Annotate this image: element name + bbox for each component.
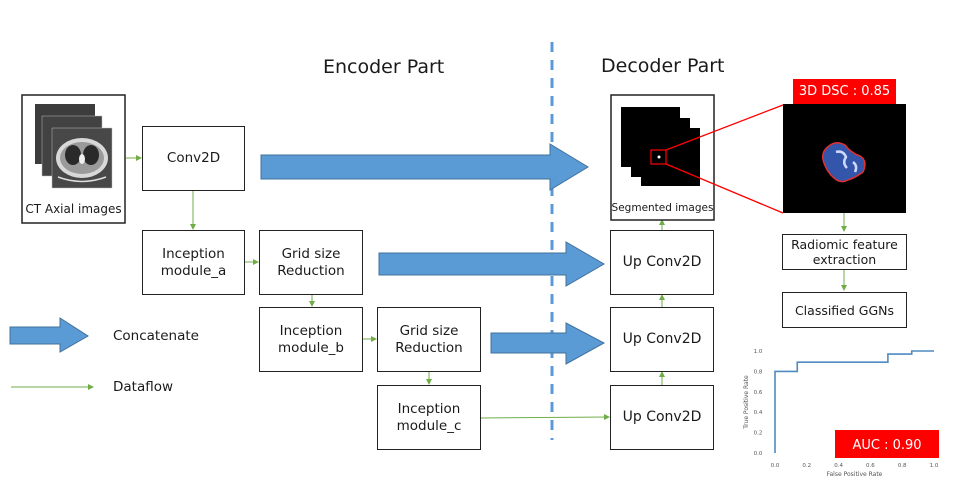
legend-concatenate-label: Concatenate (113, 328, 199, 344)
inception-c-line2: module_c (396, 417, 462, 434)
inception-b-line1: Inception (279, 322, 343, 339)
grid-reduction-1-box: Grid size Reduction (259, 230, 363, 295)
ct-slice-stack (35, 104, 113, 189)
concat-arrow-2 (378, 241, 605, 287)
roi-highlight (650, 149, 667, 165)
radiomic-line1: Radiomic feature (791, 237, 898, 252)
concat-arrow-1 (260, 143, 589, 191)
up-conv-1-label: Up Conv2D (622, 254, 702, 270)
x-tick-label: 0.6 (866, 463, 875, 469)
grid-reduction-2-box: Grid size Reduction (377, 307, 481, 372)
dataflow-inc-c-to-up3 (480, 414, 610, 421)
encoder-title: Encoder Part (323, 56, 445, 78)
y-axis-label: True Positive Rate (743, 375, 750, 430)
x-axis-label: False Positive Rate (827, 471, 883, 478)
segmented-label: Segmented images (611, 201, 714, 214)
y-tick-label: 0.4 (754, 410, 763, 416)
grid-reduction-2-line2: Reduction (395, 339, 463, 356)
conv2d-label: Conv2D (166, 150, 221, 166)
x-tick-label: 0.2 (802, 463, 811, 469)
x-tick-label: 0.8 (898, 463, 907, 469)
up-conv-3-box: Up Conv2D (610, 385, 714, 450)
conv2d-box: Conv2D (142, 126, 245, 191)
decoder-title: Decoder Part (601, 55, 725, 77)
up-conv-2-label: Up Conv2D (622, 331, 702, 347)
y-tick-label: 1.0 (754, 349, 763, 355)
zoom-line-bottom (665, 163, 784, 214)
ct-input-label-box: CT Axial images (22, 197, 125, 221)
segmented-slice-stack (621, 107, 700, 186)
dsc-badge-text: 3D DSC : 0.85 (798, 84, 891, 99)
y-tick-label: 0.8 (754, 369, 763, 375)
zoom-line-top (665, 104, 784, 151)
up-conv-1-box: Up Conv2D (610, 230, 714, 295)
y-tick-label: 0.0 (754, 451, 763, 457)
dsc-badge: 3D DSC : 0.85 (793, 79, 896, 104)
inception-a-line1: Inception (162, 245, 225, 262)
x-tick-label: 0.4 (834, 463, 843, 469)
x-tick-label: 1.0 (930, 463, 939, 469)
up-conv-2-box: Up Conv2D (610, 307, 714, 372)
classified-box: Classified GGNs (782, 292, 907, 328)
roc-chart: 0.0 0.2 0.4 0.6 0.8 1.0 0.0 0.2 0.4 0.6 0.8 1.0Fals… (743, 349, 939, 478)
grid-reduction-2-line1: Grid size (399, 322, 459, 339)
auc-badge (835, 430, 939, 458)
inception-a-line2: module_a (160, 262, 227, 279)
inception-b-box: Inception module_b (259, 307, 363, 372)
legend-dataflow-label: Dataflow (113, 379, 174, 395)
inception-c-box: Inception module_c (377, 385, 481, 450)
grid-reduction-1-line1: Grid size (281, 245, 341, 262)
inception-b-line2: module_b (278, 339, 344, 356)
zoomed-nodule-image (783, 104, 906, 213)
up-conv-3-label: Up Conv2D (622, 409, 702, 425)
grid-reduction-1-line2: Reduction (277, 262, 345, 279)
ct-input-label: CT Axial images (25, 201, 122, 216)
y-tick-label: 0.6 (754, 390, 763, 396)
inception-a-box: Inception module_a (142, 230, 245, 295)
auc-badge-text: AUC : 0.90 (852, 438, 921, 453)
inception-c-line1: Inception (397, 400, 461, 417)
concat-arrow-3 (490, 322, 606, 365)
legend-concat-arrow (9, 317, 89, 353)
segmented-label-box: Segmented images (611, 198, 714, 218)
radiomic-box: Radiomic feature extraction (782, 234, 907, 270)
radiomic-line2: extraction (812, 252, 877, 267)
x-tick-label: 0.0 (771, 463, 780, 469)
y-tick-label: 0.2 (754, 431, 763, 437)
classified-label: Classified GGNs (794, 302, 895, 318)
